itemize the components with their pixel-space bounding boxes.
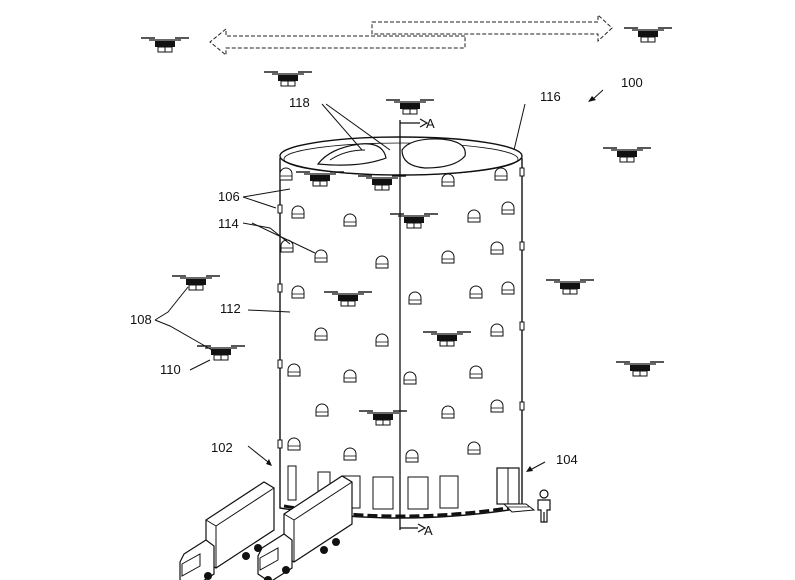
rooftop-door-closed [401,138,466,169]
label-rooftop-doors: 118 [289,95,310,110]
drone [615,361,665,377]
label-drone: 110 [160,362,181,377]
delivery-trucks [179,475,353,580]
label-truck-bay: 102 [211,440,233,455]
drone [140,37,190,53]
reference-labels: A A 100 118 116 106 114 108 112 110 102 … [130,75,643,538]
label-drones: 108 [130,312,152,327]
label-entrance: 104 [556,452,578,467]
label-section-bottom: A [424,523,433,538]
label-wall: 112 [220,301,241,316]
tower [279,136,536,519]
label-windows: 114 [218,216,239,231]
section-line [399,118,429,533]
drone [263,71,313,87]
drone [171,275,221,291]
rooftop-door-open [316,143,387,166]
drone [545,279,595,295]
drone [623,27,673,43]
drone [196,345,246,361]
label-roof: 116 [540,89,561,104]
label-section-top: A [426,116,435,131]
person-figure [537,489,551,523]
drone [385,99,435,115]
label-ports: 106 [218,189,240,204]
leader-lines [154,89,604,472]
flight-path-arrows [209,13,613,57]
drone [602,147,652,163]
label-tower: 100 [621,75,643,90]
